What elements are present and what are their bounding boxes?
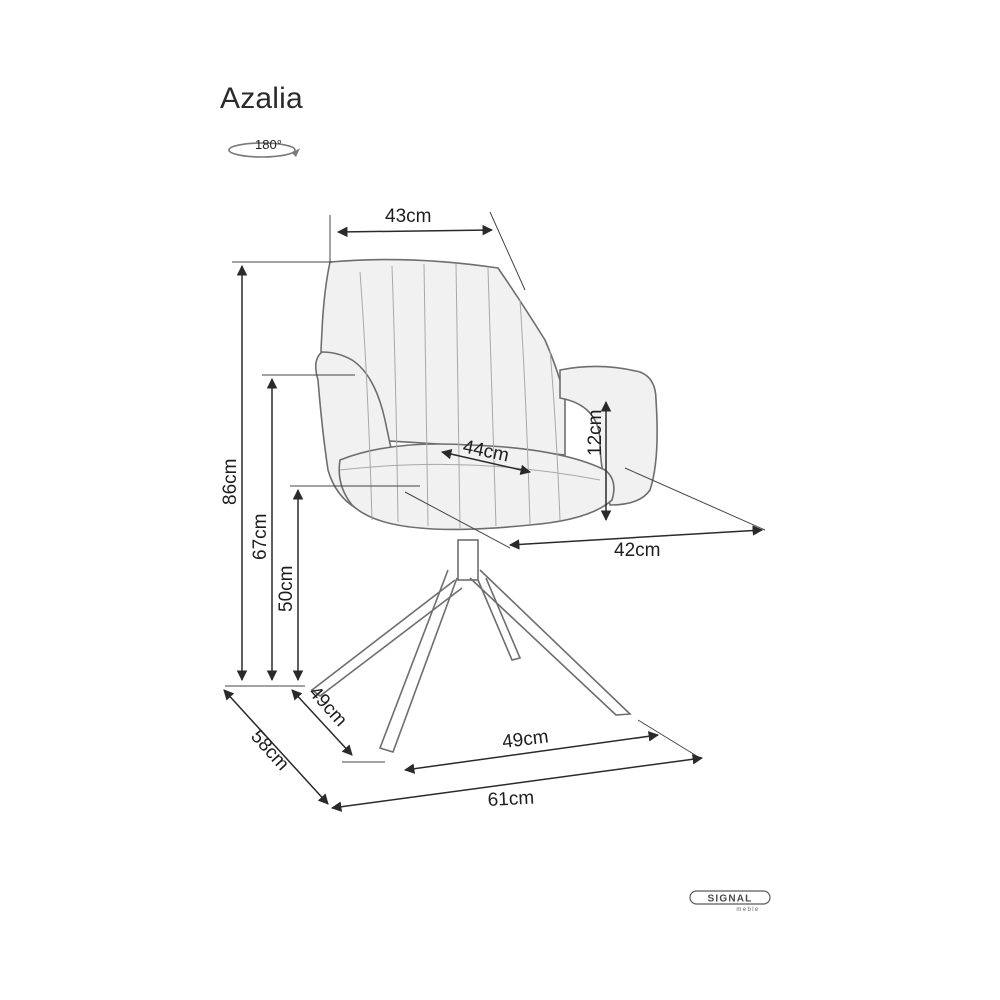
label-armrest-from-floor: 67cm [250, 514, 271, 560]
label-armrest-height: 12cm [585, 410, 606, 456]
rotation-label: 180° [255, 137, 282, 152]
brand-logo: SIGNAL meble [689, 890, 771, 913]
product-title: Azalia [220, 82, 303, 115]
label-seat-height: 50cm [276, 566, 297, 612]
brand-name: SIGNAL [708, 894, 753, 905]
rotation-icon: 180° [228, 137, 300, 158]
dim-armrest-height: 12cm [585, 400, 612, 522]
dim-top-width: 43cm [329, 206, 526, 291]
label-top-width: 43cm [385, 206, 431, 227]
label-total-height: 86cm [220, 459, 241, 505]
dim-armrest-from-floor: 67cm [250, 374, 355, 682]
label-total-depth: 58cm [246, 726, 293, 775]
dim-base-depth: 49cm [291, 682, 353, 756]
dim-seat-height: 50cm [276, 485, 420, 682]
label-base-depth: 49cm [304, 682, 351, 731]
label-seat-depth: 42cm [614, 540, 660, 561]
dim-seat-depth: 42cm [404, 467, 766, 561]
brand-tagline: meble [736, 907, 759, 913]
label-base-width: 49cm [501, 726, 550, 753]
chair-drawing [310, 258, 658, 753]
dim-total-height: 86cm [220, 261, 332, 682]
dim-total-width: 61cm [330, 754, 704, 812]
dim-total-depth: 58cm [223, 689, 329, 805]
chair-legs [310, 539, 632, 753]
label-total-width: 61cm [487, 788, 535, 811]
